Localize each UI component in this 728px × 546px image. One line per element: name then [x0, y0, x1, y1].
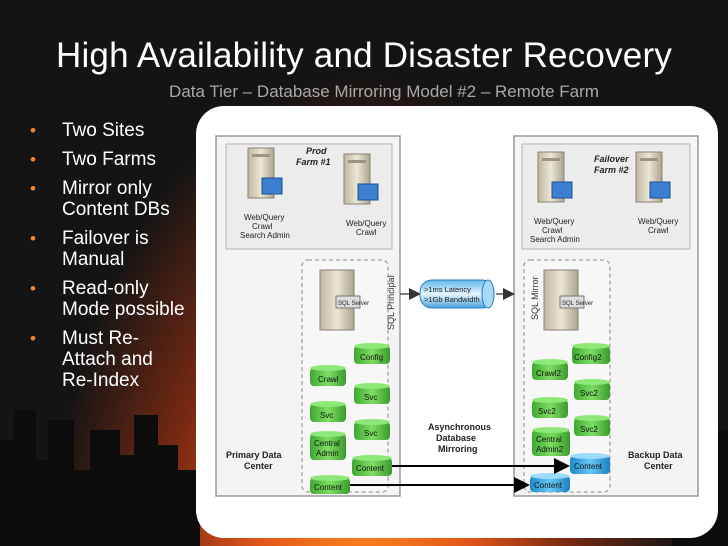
svg-text:Admin2: Admin2	[536, 445, 564, 454]
bullet-dot-icon: •	[30, 179, 36, 198]
svg-text:Search Admin: Search Admin	[530, 235, 580, 244]
db-cylinder-svc2	[574, 415, 610, 436]
backup-dc-label-1: Backup Data	[628, 450, 684, 460]
db-cylinder-svc	[354, 383, 390, 404]
slide-title: High Availability and Disaster Recovery	[55, 36, 673, 75]
network-link	[400, 279, 515, 309]
svg-text:Central: Central	[314, 439, 340, 448]
primary-dc-label-1: Primary Data	[226, 450, 283, 460]
svg-text:Crawl: Crawl	[356, 228, 377, 237]
svg-text:Svc: Svc	[364, 429, 377, 438]
db-cylinder-svc2	[574, 379, 610, 400]
svg-text:Central: Central	[536, 435, 562, 444]
db-cylinder-central-admin	[310, 431, 346, 460]
svg-text:Crawl: Crawl	[542, 226, 563, 235]
svg-text:SQL Server: SQL Server	[338, 301, 369, 307]
svg-text:Search Admin: Search Admin	[240, 231, 290, 240]
svg-text:Svc: Svc	[364, 393, 377, 402]
slide-subtitle: Data Tier – Database Mirroring Model #2 …	[169, 82, 599, 101]
latency-label: >1ms Latency	[424, 285, 471, 294]
async-label-3: Mirroring	[438, 444, 478, 454]
db-cylinder-content-mirror	[570, 453, 610, 474]
svg-text:Admin: Admin	[316, 449, 339, 458]
backup-dc-label-2: Center	[644, 461, 673, 471]
db-cylinder-config2	[572, 343, 610, 364]
db-cylinder-svc	[354, 419, 390, 440]
db-cylinder-svc	[310, 401, 346, 422]
mirroring-diagram: Prod Farm #1 Failover Farm #2 Web/Query …	[215, 135, 699, 497]
bullet-dot-icon: •	[30, 121, 36, 140]
sql-mirror-label: SQL Mirror	[530, 276, 540, 320]
db-cylinder-crawl2	[532, 359, 568, 380]
svg-text:SQL Server: SQL Server	[562, 301, 593, 307]
bullet-item: •Two Farms	[30, 149, 156, 170]
bullet-dot-icon: •	[30, 150, 36, 169]
bullet-item: •Two Sites	[30, 120, 145, 141]
svg-text:Crawl: Crawl	[318, 375, 339, 384]
sql-principal-label: SQL Principal	[386, 275, 396, 330]
bandwidth-label: >1Gb Bandwidth	[424, 295, 480, 304]
svg-text:Web/Query: Web/Query	[534, 217, 574, 226]
svg-text:Content: Content	[574, 462, 603, 471]
svg-text:Crawl2: Crawl2	[536, 369, 561, 378]
svg-text:Svc2: Svc2	[538, 407, 556, 416]
sql-server-icon	[543, 269, 585, 331]
db-cylinder-svc2	[532, 397, 568, 418]
svg-text:Content: Content	[314, 483, 343, 492]
svg-text:Web/Query: Web/Query	[346, 219, 386, 228]
web-server-icon	[537, 151, 573, 203]
db-cylinder-config	[354, 343, 390, 364]
bullet-dot-icon: •	[30, 329, 36, 348]
db-cylinder-content-mirror	[530, 473, 570, 492]
prod-farm-label-2: Farm #1	[296, 157, 331, 167]
web-server-icon	[343, 153, 379, 205]
db-cylinder-central-admin2	[532, 427, 570, 456]
db-cylinder-content	[310, 475, 350, 494]
svg-text:Config2: Config2	[574, 353, 602, 362]
db-cylinder-content	[352, 455, 392, 476]
web-server-icon	[247, 147, 283, 199]
async-label-1: Asynchronous	[428, 422, 491, 432]
svg-text:Svc2: Svc2	[580, 389, 598, 398]
svg-text:Crawl: Crawl	[252, 222, 273, 231]
failover-farm-label-1: Failover	[594, 154, 629, 164]
web-server-icon	[635, 151, 671, 203]
failover-farm-label-2: Farm #2	[594, 165, 629, 175]
bullet-dot-icon: •	[30, 229, 36, 248]
svg-text:Config: Config	[360, 353, 383, 362]
svg-text:Content: Content	[356, 464, 385, 473]
svg-text:Web/Query: Web/Query	[244, 213, 284, 222]
svg-text:Crawl: Crawl	[648, 226, 669, 235]
db-cylinder-crawl	[310, 365, 346, 386]
svg-text:Web/Query: Web/Query	[638, 217, 678, 226]
svg-text:Svc2: Svc2	[580, 425, 598, 434]
svg-text:Content: Content	[534, 481, 563, 490]
primary-dc-label-2: Center	[244, 461, 273, 471]
sql-server-icon	[319, 269, 361, 331]
prod-farm-label-1: Prod	[306, 146, 327, 156]
async-label-2: Database	[436, 433, 476, 443]
diagram-panel: Prod Farm #1 Failover Farm #2 Web/Query …	[196, 106, 718, 538]
svg-text:Svc: Svc	[320, 411, 333, 420]
bullet-dot-icon: •	[30, 279, 36, 298]
